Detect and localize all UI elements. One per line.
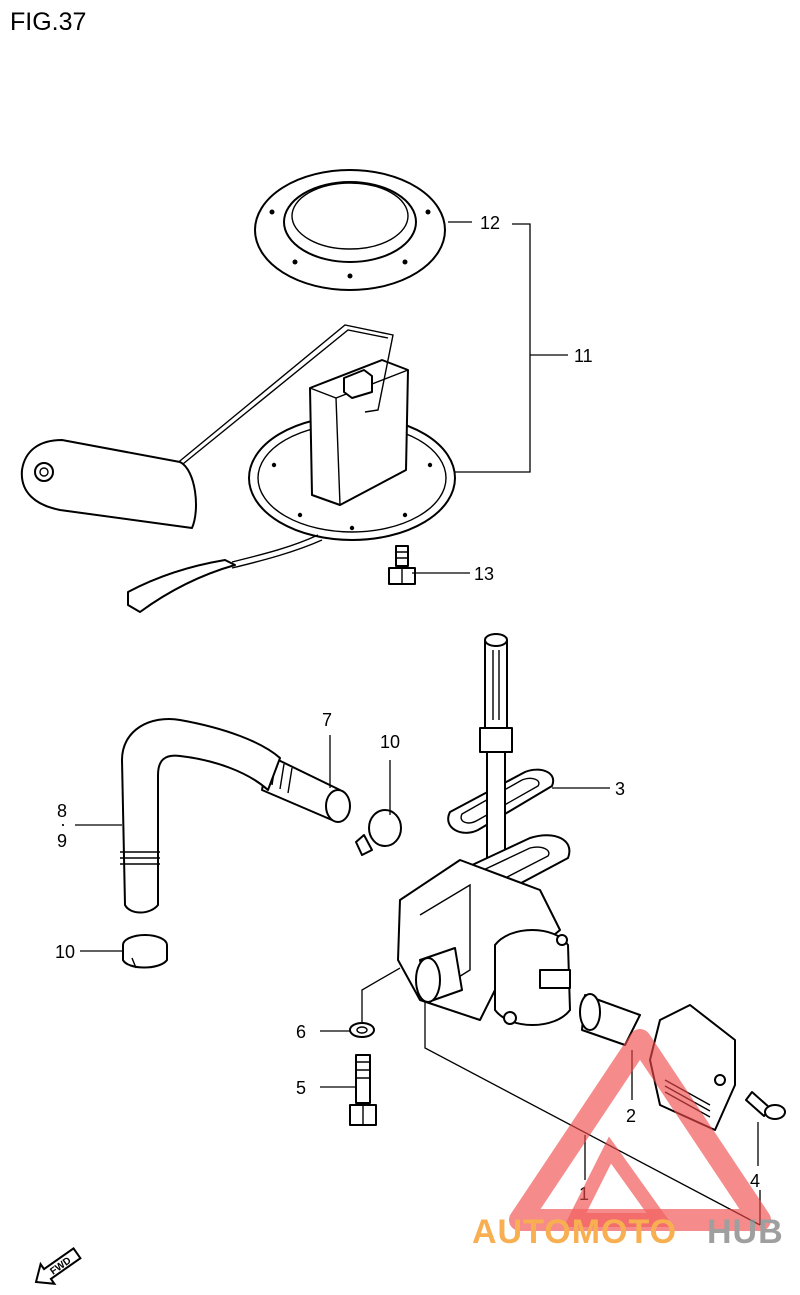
part-12-gasket (254, 169, 446, 291)
part-5-bolt (349, 1054, 377, 1126)
callout-9: 9 (57, 831, 67, 851)
callout-12: 12 (480, 213, 500, 233)
callout-4: 4 (750, 1171, 760, 1191)
callout-2: 2 (626, 1106, 636, 1126)
callout-6: 6 (296, 1022, 306, 1042)
figure-title: FIG.37 (10, 8, 87, 36)
part-10-clamp-upper (355, 809, 402, 856)
callout-10-upper: 10 (380, 732, 400, 752)
watermark-text-automoto: AUTOMOTO (472, 1213, 677, 1251)
part-1-fuel-cock (397, 633, 571, 1026)
callout-10-lower: 10 (55, 942, 75, 962)
part-11-fuel-sender (20, 324, 456, 613)
callout-13: 13 (474, 564, 494, 584)
fwd-arrow-badge: FWD (34, 1247, 82, 1286)
watermark: AUTOMOTO HUB (472, 1029, 784, 1251)
watermark-inner-triangle-icon (563, 1136, 674, 1227)
callout-11: 11 (574, 346, 593, 366)
callout-separator: · (60, 814, 66, 834)
part-7-hose (261, 754, 351, 823)
fwd-arrow-icon (34, 1247, 82, 1286)
part-6-washer (349, 1022, 375, 1038)
callout-5: 5 (296, 1078, 306, 1098)
callout-3: 3 (615, 779, 625, 799)
part-10-clamp-lower (122, 934, 168, 969)
watermark-text-hub: HUB (707, 1213, 784, 1251)
part-13-screw (388, 545, 416, 585)
callout-8: 8 (57, 801, 67, 821)
leader-lines (75, 221, 761, 1226)
part-4-screw (745, 1091, 786, 1120)
callout-7: 7 (322, 710, 332, 730)
part-8-9-bent-hose (120, 718, 281, 914)
